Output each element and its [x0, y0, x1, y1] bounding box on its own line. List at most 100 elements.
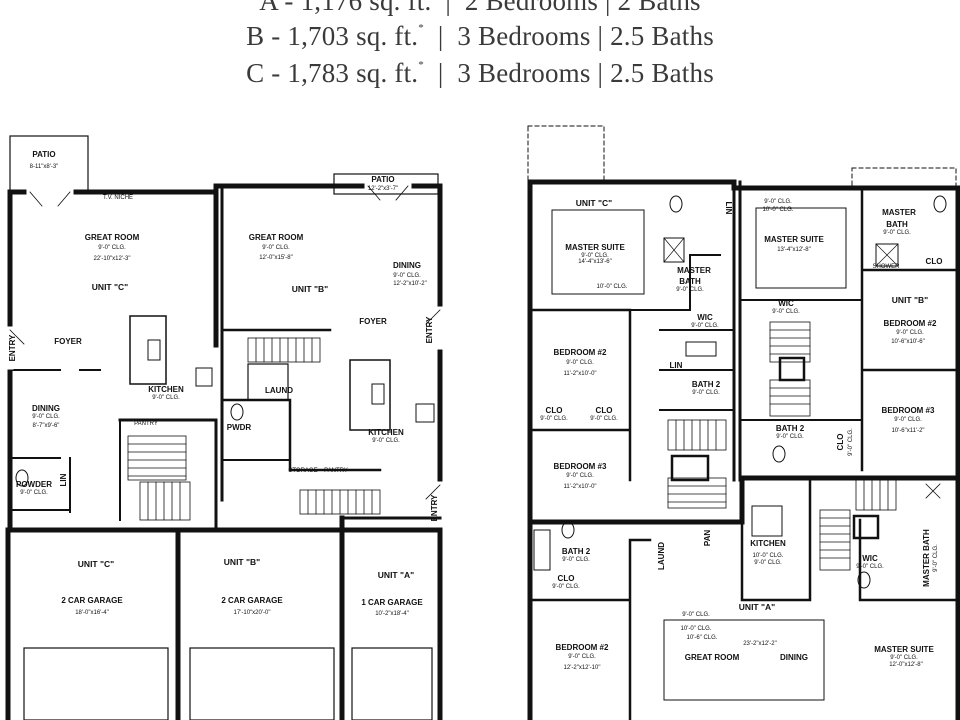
svg-text:9'-0" CLG.: 9'-0" CLG. — [562, 557, 590, 563]
bedroom2-a-label: BEDROOM #2 — [556, 643, 609, 652]
bedroom2-b-size: 10'-6"x10'-6" — [891, 339, 925, 345]
closet-c1-label: CLO — [546, 406, 563, 415]
lin-c-upper-label: LIN — [670, 361, 683, 370]
bathtub-icon — [685, 341, 717, 357]
toilet-icon — [230, 403, 244, 421]
exterior-wall — [7, 183, 443, 533]
dining-c-label: DINING — [32, 404, 60, 413]
svg-text:9'-0" CLG.: 9'-0" CLG. — [372, 438, 400, 444]
svg-text:9'-0" CLG.: 9'-0" CLG. — [848, 428, 854, 456]
patio-b-size: 12'-2"x3'-7" — [368, 186, 398, 192]
svg-text:10'-0" CLG.: 10'-0" CLG. — [763, 207, 794, 213]
master-suite-c-label: MASTER SUITE — [565, 243, 625, 252]
bedroom3-b-size: 10'-6"x11'-2" — [891, 428, 924, 434]
master-suite-a-size: 12'-0"x12'-8" — [889, 662, 923, 668]
bath2-b-label: BATH 2 — [776, 424, 805, 433]
unit-b-upper-label: UNIT "B" — [892, 295, 928, 305]
svg-text:9'-0" CLG.: 9'-0" CLG. — [590, 416, 618, 422]
bath2-a-label: BATH 2 — [562, 547, 591, 556]
svg-text:9'-0" CLG.: 9'-0" CLG. — [568, 654, 596, 660]
svg-text:9'-0" CLG.: 9'-0" CLG. — [682, 612, 710, 618]
master-bath-b-label: MASTER — [882, 208, 916, 217]
kitchen-c-label: KITCHEN — [148, 385, 184, 394]
svg-text:9'-0" CLG.: 9'-0" CLG. — [691, 323, 719, 329]
svg-text:9'-0" CLG.: 9'-0" CLG. — [152, 395, 180, 401]
great-room-b-size: 12'-0"x15'-8" — [259, 255, 293, 261]
svg-text:10'-0" CLG.: 10'-0" CLG. — [597, 284, 628, 290]
asterisk: * — [418, 59, 424, 71]
bedroom3-c-label: BEDROOM #3 — [554, 462, 607, 471]
kitchen-a-label: KITCHEN — [750, 539, 786, 548]
entry-c-label: ENTRY — [8, 334, 17, 361]
pantry-a-label: PAN — [703, 530, 712, 547]
lin-c-label: LIN — [59, 473, 68, 486]
master-suite-b-size: 13'-4"x12'-8" — [777, 247, 811, 253]
closet-a-label: CLO — [558, 574, 575, 583]
kitchen-island-a — [751, 505, 783, 537]
pantry-b-label: PANTRY — [324, 468, 348, 474]
dining-b-label: DINING — [393, 261, 421, 270]
toilet-icon — [669, 195, 683, 213]
toilet-icon — [772, 445, 786, 463]
svg-text:9'-0" CLG.: 9'-0" CLG. — [566, 473, 594, 479]
garage-c-unit: UNIT "C" — [78, 559, 114, 569]
master-suite-c-ceiling — [551, 209, 645, 295]
great-room-b-label: GREAT ROOM — [249, 233, 304, 242]
garage-a-unit: UNIT "A" — [378, 570, 414, 580]
kitchen-b-label: KITCHEN — [368, 428, 404, 437]
powder-c-label: POWDER — [16, 480, 52, 489]
svg-text:9'-0" CLG.: 9'-0" CLG. — [883, 230, 911, 236]
unit-bedrooms: 3 Bedrooms — [457, 21, 591, 51]
foyer-c-label: FOYER — [54, 337, 82, 346]
svg-text:9'-0" CLG.: 9'-0" CLG. — [754, 560, 782, 566]
svg-text:9'-0" CLG.: 9'-0" CLG. — [776, 434, 804, 440]
garage-a-size: 10'-2"x18'-4" — [375, 611, 409, 617]
dining-b-size: 12'-2"x10'-2" — [393, 281, 427, 287]
stair-landing — [778, 356, 806, 382]
pantry-c-label: PANTRY — [134, 421, 158, 427]
svg-text:9'-0" CLG.: 9'-0" CLG. — [676, 287, 704, 293]
unit-letter: C — [246, 58, 265, 88]
unit-baths: 2 Baths — [617, 0, 701, 16]
unit-c-label: UNIT "C" — [92, 282, 128, 292]
first-floor-labels: PATIO 8-11"x8'-3" PATIO 12'-2"x3'-7" T.V… — [8, 150, 439, 617]
kitchen-island-b — [349, 359, 391, 431]
storage-b-label: STORAGE — [288, 468, 317, 474]
master-suite-a-label: MASTER SUITE — [874, 645, 934, 654]
great-room-c-label: GREAT ROOM — [85, 233, 140, 242]
closet-b-label: CLO — [926, 257, 943, 266]
powder-b-label: PWDR — [227, 423, 252, 432]
wic-c-label: WIC — [697, 313, 713, 322]
second-floor-plan — [527, 125, 960, 720]
patio-c-label: PATIO — [32, 150, 55, 159]
svg-text:9'-0" CLG.: 9'-0" CLG. — [98, 245, 126, 251]
foyer-b-label: FOYER — [359, 317, 387, 326]
master-suite-b-ceiling — [755, 207, 847, 289]
unit-letter: A — [259, 0, 278, 16]
svg-text:10'-0" CLG.: 10'-0" CLG. — [681, 626, 712, 632]
unit-bedrooms: 2 Bedrooms — [464, 0, 599, 16]
shower-icon — [663, 237, 685, 263]
floorplan-header: A - 1,176 sq. ft. | 2 Bedrooms | 2 Baths… — [0, 0, 960, 90]
great-room-c-size: 22'-10"x12'-3" — [94, 256, 131, 262]
range-icon — [415, 403, 435, 423]
unit-a-upper-label: UNIT "A" — [739, 602, 775, 612]
stairs-a-upper — [819, 479, 897, 571]
sink-icon — [147, 339, 161, 361]
unit-letter: B — [246, 21, 265, 51]
svg-text:9'-0" CLG.: 9'-0" CLG. — [896, 330, 924, 336]
svg-text:9'-0" CLG.: 9'-0" CLG. — [540, 416, 568, 422]
unit-sqft: 1,703 sq. ft. — [287, 21, 419, 51]
sink-icon — [371, 383, 385, 405]
svg-text:9'-0" CLG.: 9'-0" CLG. — [20, 490, 48, 496]
svg-text:9'-0" CLG.: 9'-0" CLG. — [566, 360, 594, 366]
bedroom2-c-size: 11'-2"x10'-0" — [563, 371, 596, 377]
stairs-c — [127, 435, 191, 521]
toilet-icon — [561, 521, 575, 539]
balcony-c-outline — [527, 125, 605, 183]
garage-door-a — [351, 647, 433, 720]
bedroom3-b-label: BEDROOM #3 — [882, 406, 935, 415]
great-room-a-ceiling — [663, 619, 825, 701]
svg-text:9'-0" CLG.: 9'-0" CLG. — [393, 273, 421, 279]
master-bath-c-label: MASTER — [677, 266, 711, 275]
